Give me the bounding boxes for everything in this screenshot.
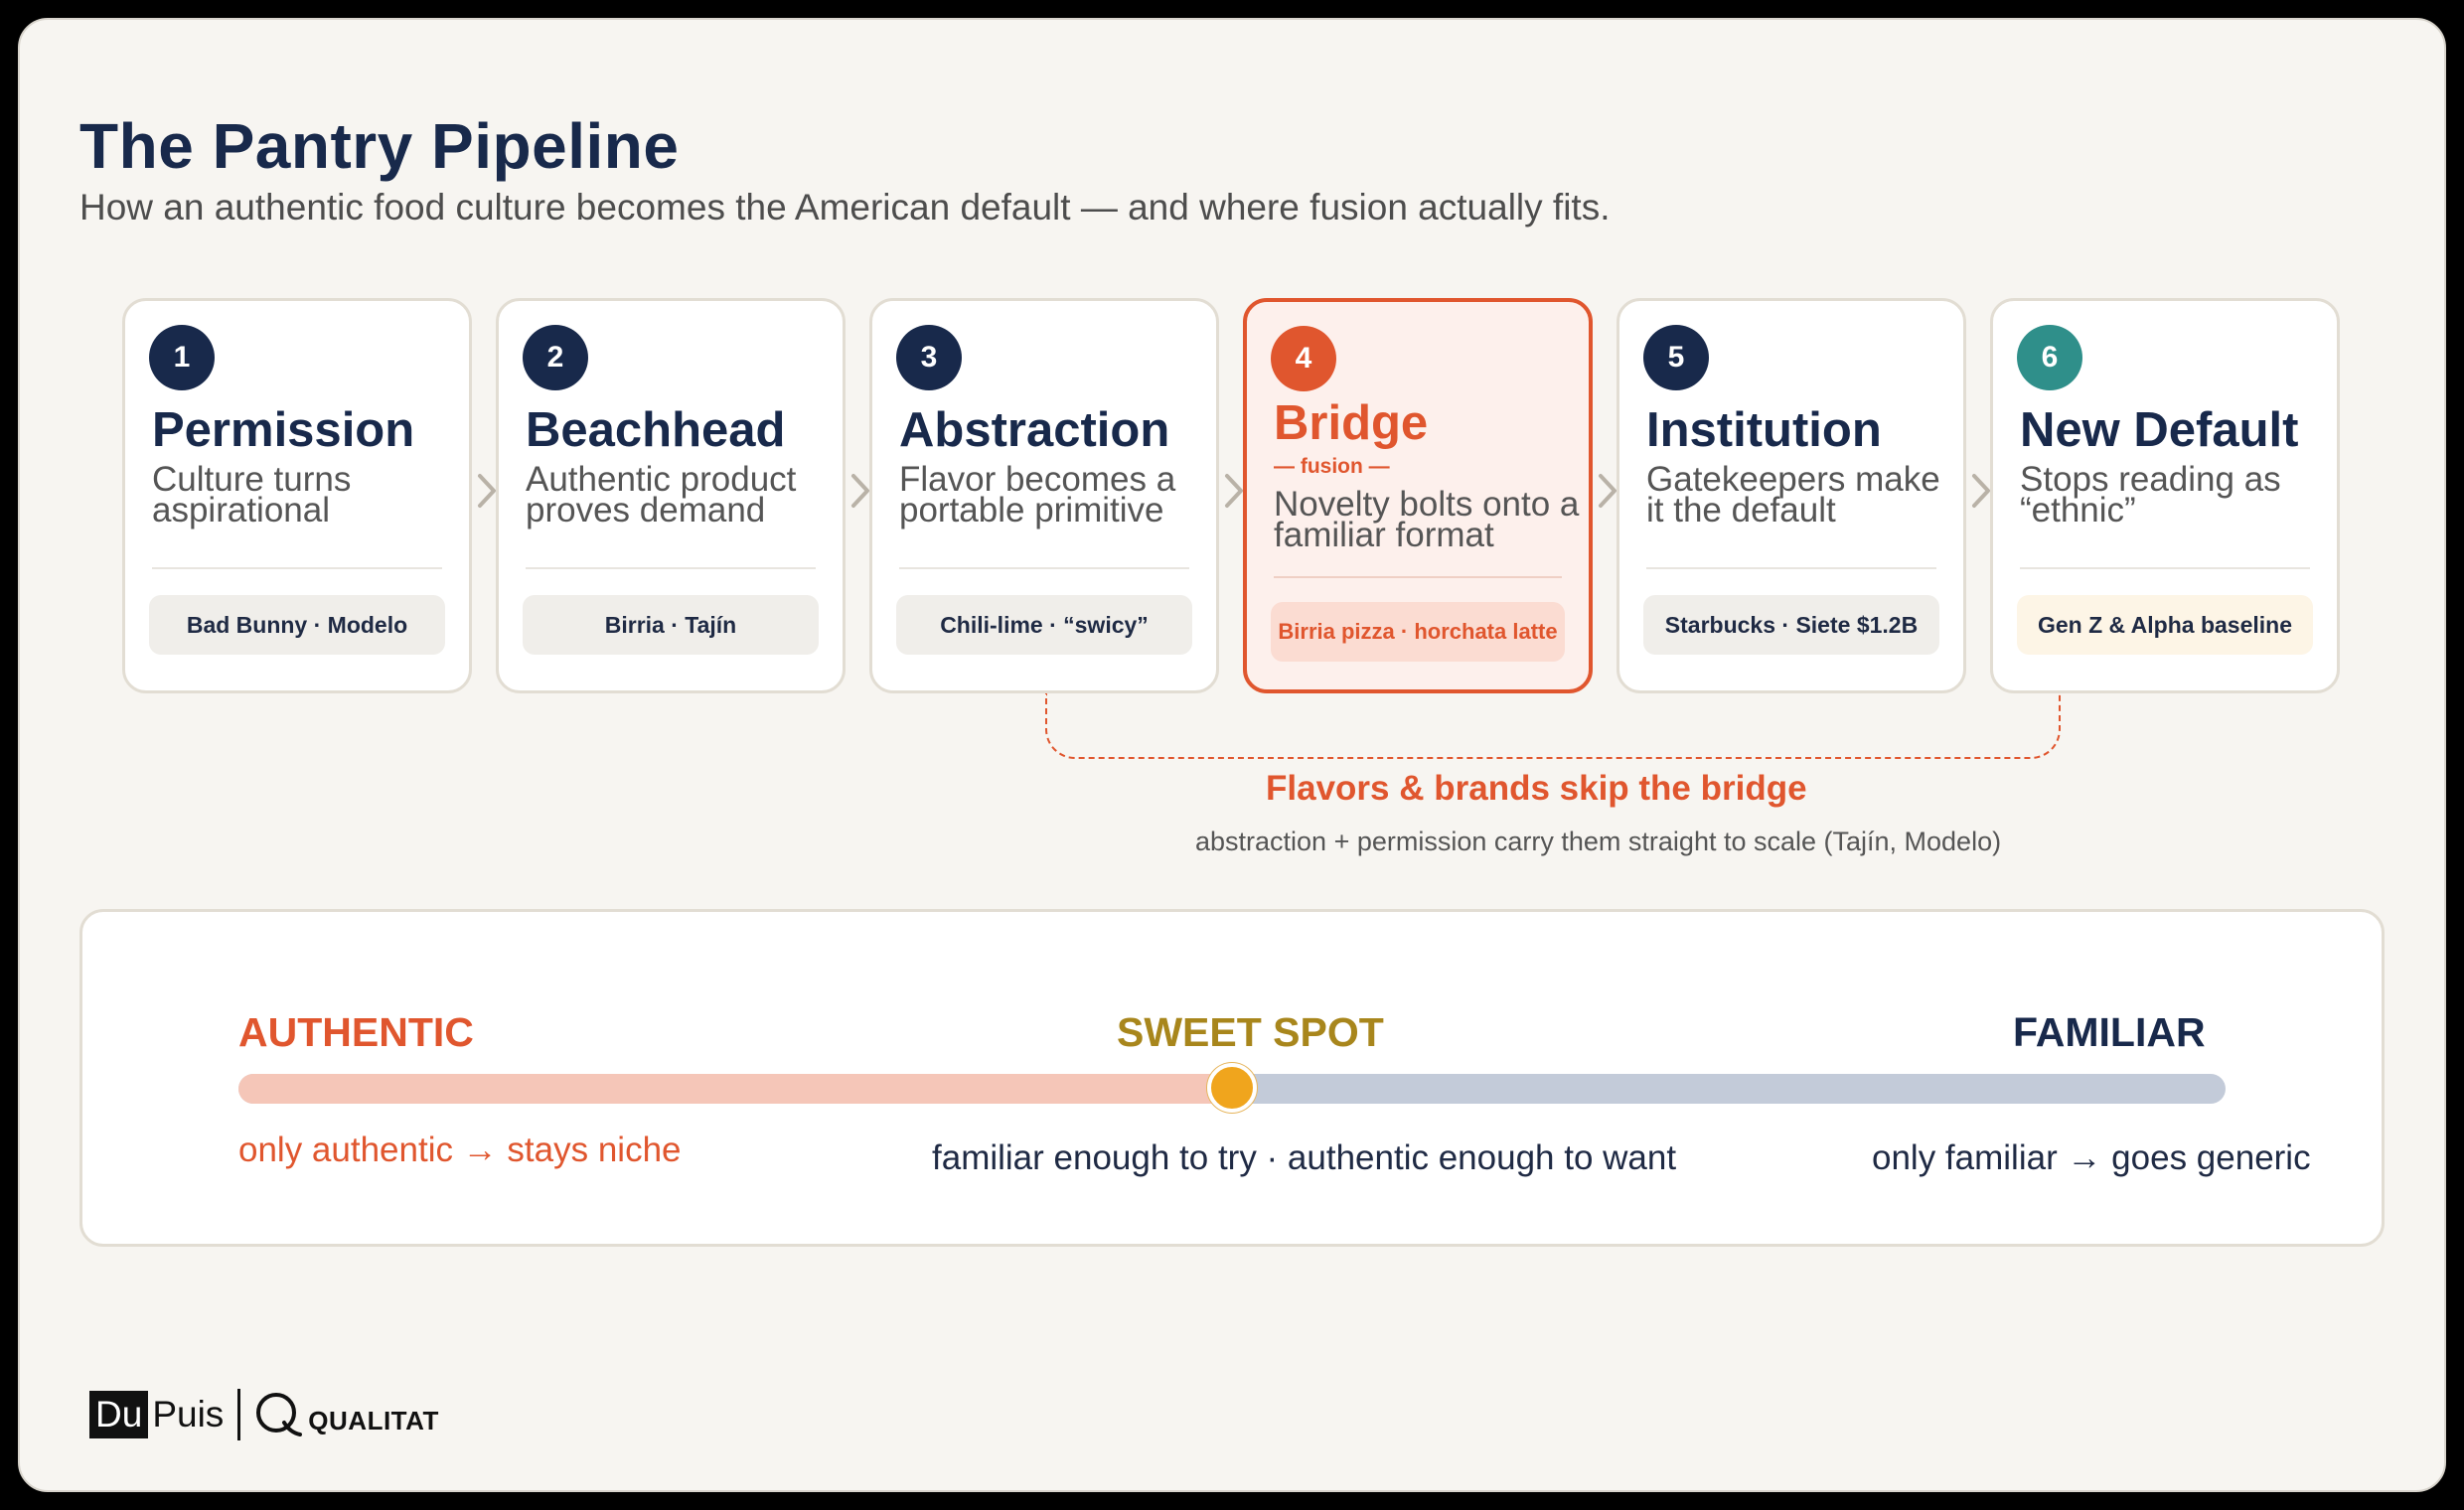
stage-example-tag: Starbucks · Siete $1.2B [1643, 595, 1939, 655]
stage-card-institution: 5 Institution Gatekeepers make it the de… [1617, 298, 1966, 693]
divider [1646, 567, 1936, 569]
stage-example-tag: Gen Z & Alpha baseline [2017, 595, 2313, 655]
authentic-caption: only authentic → stays niche [238, 1131, 682, 1169]
stage-number-badge: 2 [523, 325, 588, 390]
chevron-right-icon [1972, 474, 1990, 508]
logo-separator [237, 1389, 241, 1440]
chevron-right-icon [851, 474, 869, 508]
stage-number-badge: 6 [2017, 325, 2082, 390]
fusion-note: — fusion — [1274, 455, 1390, 478]
stage-number-badge: 3 [896, 325, 962, 390]
logo-du: Du [89, 1391, 149, 1438]
stage-title: Beachhead [526, 403, 786, 457]
stage-description: Gatekeepers make it the default [1646, 460, 1940, 529]
stage-description: Authentic product proves demand [526, 460, 797, 529]
stage-card-bridge: 4 Bridge — fusion — Novelty bolts onto a… [1243, 298, 1593, 693]
sweet-spot-marker [1207, 1063, 1257, 1113]
stage-title: New Default [2020, 403, 2299, 457]
stage-card-beachhead: 2 Beachhead Authentic product proves dem… [496, 298, 846, 693]
stage-card-permission: 1 Permission Culture turns aspirational … [122, 298, 472, 693]
stage-description: Flavor becomes a portable primitive [899, 460, 1176, 529]
stage-title: Abstraction [899, 403, 1170, 457]
stage-description: Culture turns aspirational [152, 460, 352, 529]
logo-puis: Puis [152, 1394, 225, 1434]
qualitat-q-icon [256, 1393, 303, 1436]
stage-description: Stops reading as “ethnic” [2020, 460, 2281, 529]
stage-example-tag: Birria · Tajín [523, 595, 819, 655]
stage-title: Bridge [1274, 396, 1429, 450]
authentic-segment [238, 1074, 1232, 1104]
stage-number-badge: 5 [1643, 325, 1709, 390]
page-title: The Pantry Pipeline [79, 110, 680, 182]
chevron-right-icon [1225, 474, 1243, 508]
chevron-right-icon [478, 474, 496, 508]
stage-number-badge: 4 [1271, 326, 1336, 391]
brand-logo: Du Puis QUALITAT [89, 1385, 439, 1444]
sweet-spot-caption: familiar enough to try · authentic enoug… [932, 1138, 1677, 1177]
divider [1274, 576, 1562, 578]
stage-number-badge: 1 [149, 325, 215, 390]
familiar-label: FAMILIAR [2013, 1009, 2206, 1055]
divider [2020, 567, 2310, 569]
stage-example-tag: Birria pizza · horchata latte [1271, 602, 1565, 662]
sweet-spot-label: SWEET SPOT [1117, 1009, 1384, 1055]
stage-title: Permission [152, 403, 415, 457]
divider [899, 567, 1189, 569]
logo-qualitat: QUALITAT [308, 1405, 439, 1435]
stage-example-tag: Bad Bunny · Modelo [149, 595, 445, 655]
stage-example-tag: Chili-lime · “swicy” [896, 595, 1192, 655]
authentic-label: AUTHENTIC [238, 1009, 474, 1055]
stage-description: Novelty bolts onto a familiar format [1274, 485, 1580, 554]
divider [152, 567, 442, 569]
divider [526, 567, 816, 569]
skip-bridge-connector [1045, 693, 2061, 759]
skip-bridge-title: Flavors & brands skip the bridge [1266, 769, 1807, 808]
stage-card-new-default: 6 New Default Stops reading as “ethnic” … [1990, 298, 2340, 693]
stage-title: Institution [1646, 403, 1882, 457]
skip-bridge-subtitle: abstraction + permission carry them stra… [1195, 827, 2002, 856]
chevron-right-icon [1599, 474, 1617, 508]
page-subtitle: How an authentic food culture becomes th… [79, 187, 1611, 227]
stage-card-abstraction: 3 Abstraction Flavor becomes a portable … [869, 298, 1219, 693]
familiar-caption: only familiar → goes generic [1872, 1138, 2311, 1177]
